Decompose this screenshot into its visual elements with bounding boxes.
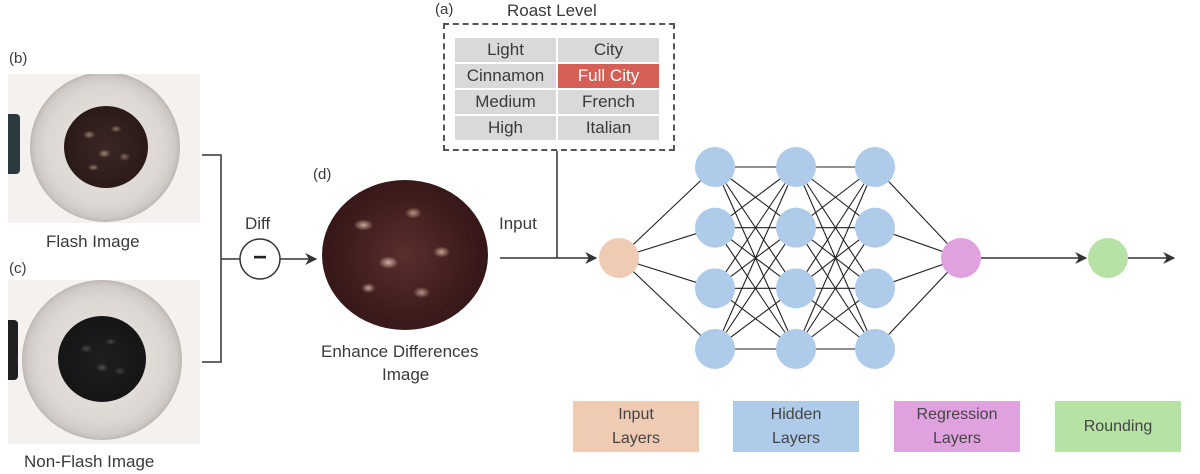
hidden-node [855, 147, 895, 187]
hidden-node [776, 329, 816, 369]
coffee-beans-flash [64, 106, 148, 188]
label-d: (d) [313, 166, 332, 183]
legend-regression-line2: Layers [932, 429, 982, 447]
hidden-node [776, 207, 816, 248]
flash-connector [202, 154, 222, 363]
legend-rounding: Rounding [1055, 401, 1181, 452]
roast-cell: Cinnamon [455, 64, 556, 88]
enhanced-differences-image [322, 180, 488, 330]
label-c: (c) [9, 260, 27, 277]
hidden-node [695, 268, 735, 309]
legend-rounding-line1: Rounding [1083, 417, 1153, 435]
network-edge [714, 227, 797, 350]
roast-level-grid: Light City Cinnamon Full City Medium Fre… [455, 38, 659, 140]
flash-image-photo [8, 74, 200, 223]
label-b: (b) [9, 50, 28, 67]
non-flash-image-photo [8, 280, 200, 444]
network-edge [618, 257, 716, 350]
roast-cell: French [558, 90, 659, 114]
input-node [599, 238, 639, 278]
hidden-node [855, 329, 895, 369]
rounding-node [1088, 238, 1128, 278]
legend-regression-line1: Regression [916, 405, 998, 423]
hidden-node [776, 147, 816, 187]
hidden-node [695, 329, 735, 369]
network-edge [874, 257, 962, 350]
network-edge [795, 166, 876, 289]
network-edge [874, 166, 962, 259]
diff-minus-icon: − [252, 244, 267, 271]
hidden-node [855, 207, 895, 248]
flash-image-label: Flash Image [46, 232, 140, 251]
roast-cell: City [558, 38, 659, 62]
regression-node [941, 238, 981, 278]
hidden-node [776, 268, 816, 309]
input-label: Input [499, 214, 537, 233]
network-edge [618, 166, 716, 259]
roast-cell: Italian [558, 116, 659, 140]
network-edge [714, 166, 797, 289]
legend-input-line1: Input [618, 405, 654, 423]
enhance-label-line2: Image [382, 365, 430, 384]
roast-cell: Medium [455, 90, 556, 114]
legend-input-line2: Layers [611, 429, 661, 447]
network-edge [795, 227, 876, 350]
enhance-label-line1: Enhance Differences [321, 342, 479, 361]
diff-label: Diff [245, 214, 271, 233]
hidden-node [695, 147, 735, 187]
coffee-beans-non-flash [58, 316, 146, 402]
non-flash-image-label: Non-Flash Image [24, 452, 155, 471]
label-a: (a) [435, 1, 454, 18]
roast-cell: High [455, 116, 556, 140]
roast-level-title: Roast Level [507, 1, 597, 20]
roast-cell-selected: Full City [558, 64, 659, 88]
legend-hidden-line1: Hidden [770, 405, 822, 423]
hidden-node [855, 268, 895, 309]
hidden-node [695, 207, 735, 248]
roast-cell: Light [455, 38, 556, 62]
network-edge [714, 166, 797, 350]
network-edge [795, 166, 876, 350]
legend-hidden-line2: Layers [771, 429, 820, 447]
roast-level-box [443, 23, 675, 151]
